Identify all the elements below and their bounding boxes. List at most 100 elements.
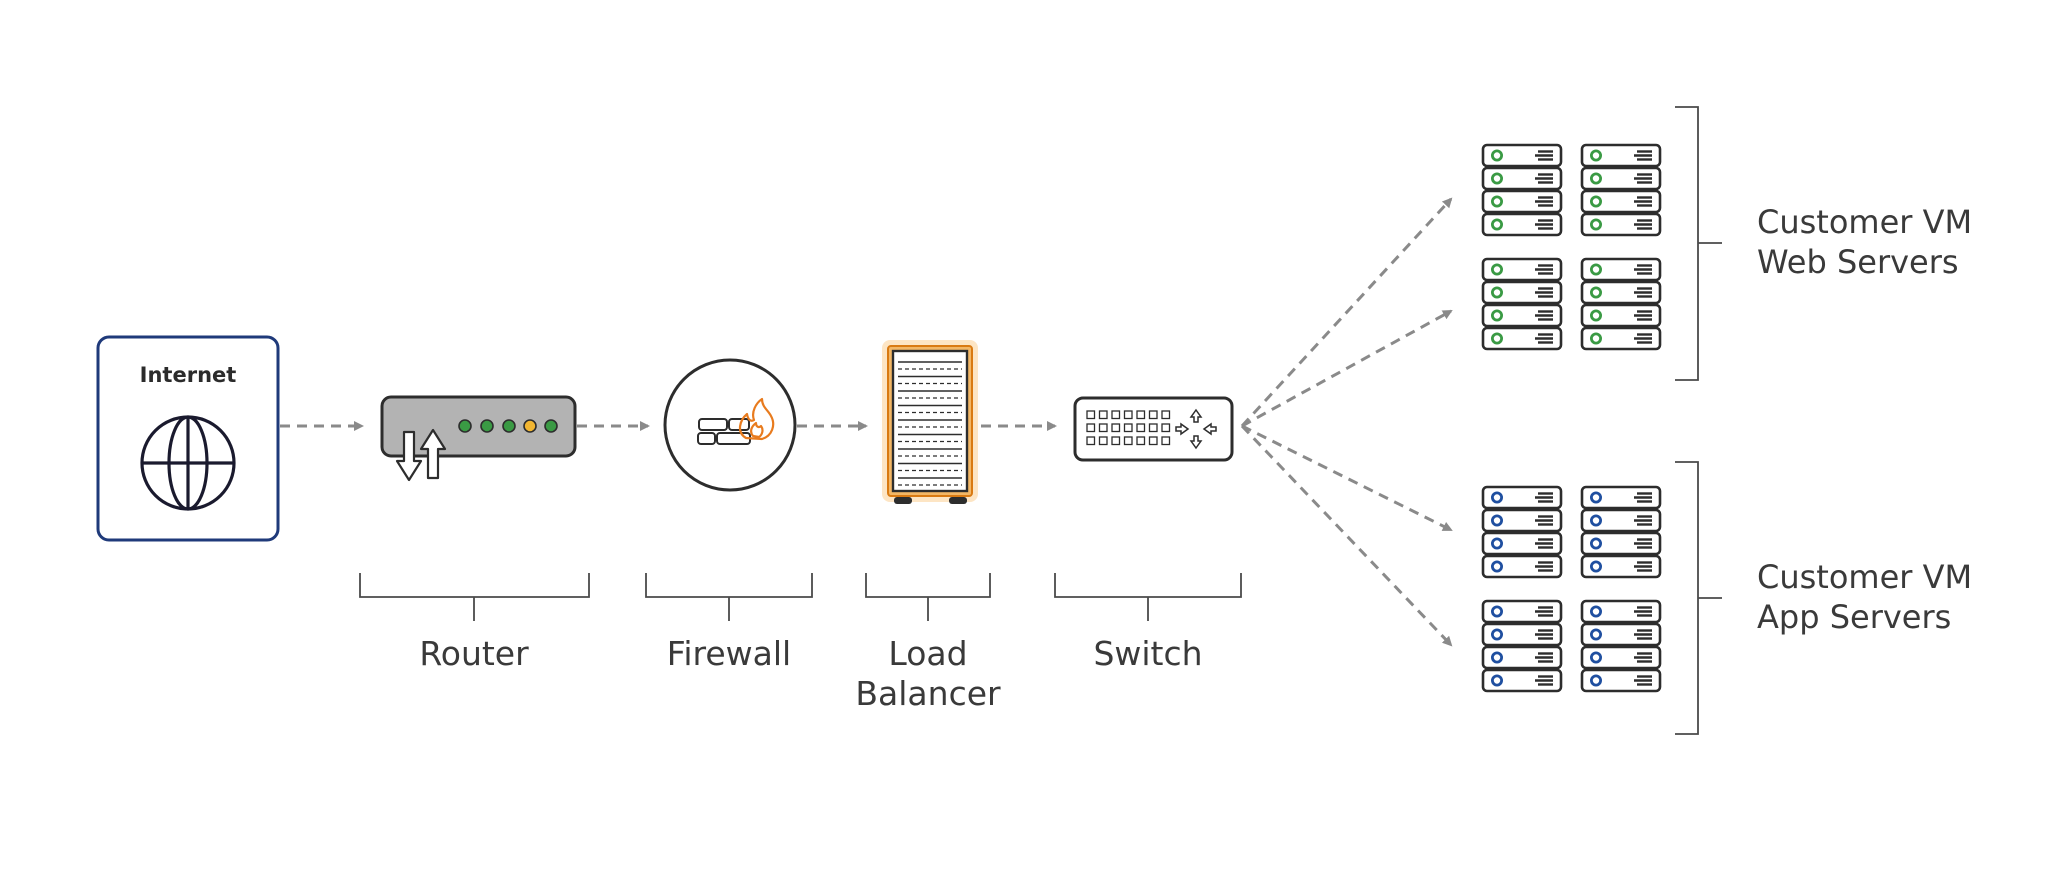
app-servers-bracket xyxy=(1675,461,1722,735)
router-led xyxy=(523,419,537,433)
router-led xyxy=(480,419,494,433)
server-unit xyxy=(1481,531,1563,556)
switch-port xyxy=(1098,436,1108,446)
server-unit xyxy=(1481,212,1563,237)
server-unit xyxy=(1481,143,1563,168)
switch-port xyxy=(1136,423,1146,433)
app-server-group xyxy=(1481,485,1662,693)
server-rack-icon xyxy=(1481,485,1563,579)
server-led xyxy=(1590,605,1603,618)
web-servers-bracket xyxy=(1675,106,1722,381)
server-led xyxy=(1590,332,1603,345)
server-unit xyxy=(1481,326,1563,351)
switch-ports xyxy=(1086,410,1171,446)
flame-icon xyxy=(738,397,775,441)
server-led xyxy=(1491,263,1504,276)
server-led xyxy=(1491,149,1504,162)
server-led xyxy=(1590,628,1603,641)
load-balancer-foot xyxy=(894,497,912,504)
server-unit xyxy=(1580,143,1662,168)
switch-port xyxy=(1123,436,1133,446)
server-unit xyxy=(1580,645,1662,670)
load-balancer-slots xyxy=(898,361,962,486)
server-unit xyxy=(1481,622,1563,647)
server-unit xyxy=(1481,508,1563,533)
switch-port xyxy=(1161,410,1171,420)
server-led xyxy=(1590,195,1603,208)
server-rack-icon xyxy=(1580,257,1662,351)
app-servers-label-line2: App Servers xyxy=(1757,598,1951,636)
switch-port xyxy=(1148,410,1158,420)
server-unit xyxy=(1580,257,1662,282)
server-led xyxy=(1491,195,1504,208)
load-balancer-panel xyxy=(891,349,969,493)
switch-port xyxy=(1161,423,1171,433)
server-led xyxy=(1491,172,1504,185)
server-unit xyxy=(1580,599,1662,624)
switch-port xyxy=(1086,410,1096,420)
server-unit xyxy=(1580,508,1662,533)
server-unit xyxy=(1580,622,1662,647)
server-led xyxy=(1590,491,1603,504)
server-led xyxy=(1590,218,1603,231)
server-led xyxy=(1491,605,1504,618)
server-led xyxy=(1491,218,1504,231)
server-led xyxy=(1491,332,1504,345)
server-led xyxy=(1590,514,1603,527)
internet-node: Internet xyxy=(96,335,280,542)
server-led xyxy=(1491,537,1504,550)
server-unit xyxy=(1481,257,1563,282)
server-unit xyxy=(1580,326,1662,351)
connector-switch-app-top xyxy=(1241,424,1453,532)
server-unit xyxy=(1580,668,1662,693)
switch-port xyxy=(1086,423,1096,433)
web-servers-label-line2: Web Servers xyxy=(1757,243,1959,281)
server-led xyxy=(1491,514,1504,527)
server-rack-icon xyxy=(1580,599,1662,693)
switch-port xyxy=(1123,410,1133,420)
server-led xyxy=(1491,286,1504,299)
switch-port xyxy=(1148,423,1158,433)
switch-bracket xyxy=(1054,573,1242,621)
switch-port xyxy=(1148,436,1158,446)
server-led xyxy=(1491,560,1504,573)
firewall-icon xyxy=(663,358,797,492)
router-icon xyxy=(380,395,577,482)
app-servers-label-line1: Customer VM xyxy=(1757,558,1972,596)
server-unit xyxy=(1580,212,1662,237)
server-unit xyxy=(1580,166,1662,191)
switch-port xyxy=(1111,410,1121,420)
server-unit xyxy=(1481,280,1563,305)
router-label: Router xyxy=(419,634,529,673)
server-led xyxy=(1590,309,1603,322)
load-balancer-icon xyxy=(882,340,978,504)
load-balancer-label-line2: Balancer xyxy=(855,674,1001,713)
connector-switch-app-bottom xyxy=(1240,424,1453,647)
server-led xyxy=(1590,537,1603,550)
web-servers-label-line1: Customer VM xyxy=(1757,203,1972,241)
server-unit xyxy=(1580,531,1662,556)
switch-port xyxy=(1136,410,1146,420)
server-unit xyxy=(1580,485,1662,510)
server-led xyxy=(1491,309,1504,322)
server-led xyxy=(1590,651,1603,664)
server-unit xyxy=(1481,668,1563,693)
server-unit xyxy=(1481,599,1563,624)
web-server-group xyxy=(1481,143,1662,351)
switch-port xyxy=(1098,423,1108,433)
connector-switch-web-top xyxy=(1240,197,1453,428)
server-led xyxy=(1491,651,1504,664)
server-unit xyxy=(1481,166,1563,191)
server-led xyxy=(1491,628,1504,641)
router-led xyxy=(458,419,472,433)
switch-port xyxy=(1111,423,1121,433)
connector-switch-web-bottom xyxy=(1241,309,1453,428)
load-balancer-foot xyxy=(949,497,967,504)
load-balancer-bracket xyxy=(865,573,991,621)
switch-arrows-icon xyxy=(1175,408,1217,450)
server-rack-icon xyxy=(1580,485,1662,579)
server-rack-icon xyxy=(1481,257,1563,351)
server-unit xyxy=(1481,485,1563,510)
server-unit xyxy=(1580,554,1662,579)
